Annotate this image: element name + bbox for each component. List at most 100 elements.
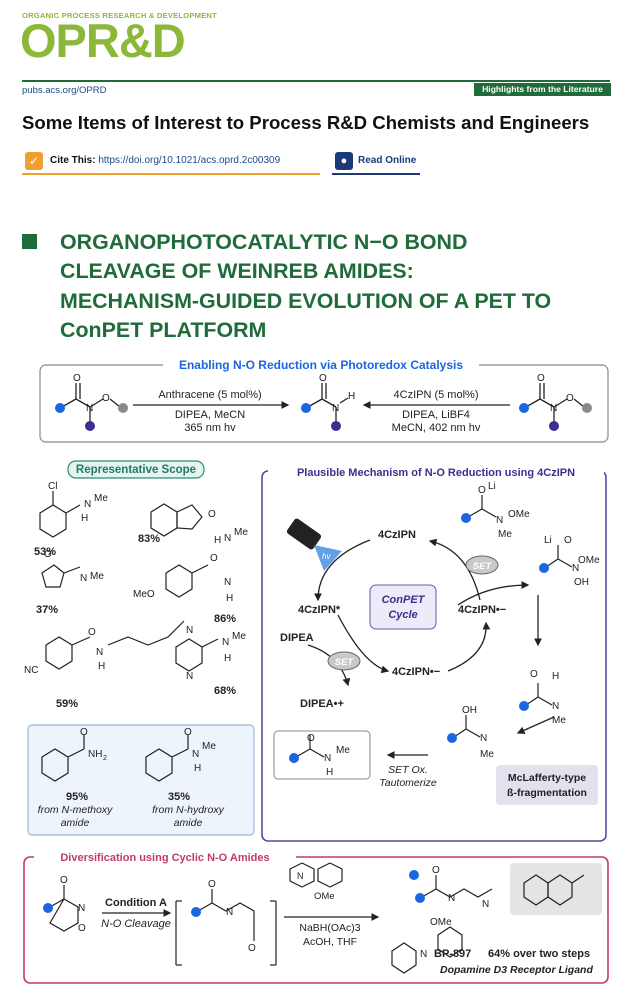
article-title: Some Items of Interest to Process R&D Ch… <box>22 112 590 133</box>
mclafferty-box <box>496 765 598 805</box>
doi-link[interactable]: https://doi.org/10.1021/acs.oprd.2c00309 <box>98 155 281 166</box>
species-dipea: DIPEA <box>280 632 314 644</box>
product-yield: 64% over two steps <box>488 948 590 960</box>
svg-text:O: O <box>210 553 218 564</box>
conpet-cycle-box <box>369 584 437 630</box>
svg-text:O: O <box>78 923 86 934</box>
header-rule <box>22 80 610 82</box>
svg-text:N: N <box>480 733 487 744</box>
svg-text:N: N <box>572 563 579 574</box>
svg-text:hv: hv <box>322 552 331 561</box>
read-online-button[interactable]: ● Read Online <box>332 151 420 175</box>
scope-source-text: from N-methoxy <box>38 804 113 816</box>
gray-group-dot <box>118 403 128 413</box>
yield-label: 59% <box>56 698 78 710</box>
heading-line: ConPET PLATFORM <box>60 317 267 342</box>
heading-line: CLEAVAGE OF WEINREB AMIDES: <box>60 259 414 284</box>
mechanism-title: Plausible Mechanism of N-O Reduction usi… <box>297 467 575 479</box>
scope-source-text: from N-hydroxy <box>152 804 225 816</box>
svg-text:O: O <box>248 943 256 954</box>
svg-text:OMe: OMe <box>430 917 452 928</box>
left-cond-below2: 365 nm hv <box>184 422 236 434</box>
right-cond-above: 4CzIPN (5 mol%) <box>394 389 479 401</box>
species-4czipn-radical-anion: 4CzIPN•− <box>458 604 506 616</box>
diversification-title: Diversification using Cyclic N-O Amides <box>60 852 269 864</box>
svg-text:N: N <box>86 403 93 414</box>
journal-url[interactable]: pubs.acs.org/OPRD <box>22 85 107 96</box>
journal-logo[interactable]: OPR&D <box>20 14 186 67</box>
svg-text:Me: Me <box>480 749 494 760</box>
svg-text:O: O <box>73 373 81 384</box>
heading-bullet <box>22 234 37 249</box>
species-4czipn: 4CzIPN <box>378 529 416 541</box>
svg-text:O: O <box>102 393 110 404</box>
svg-text:O: O <box>537 373 545 384</box>
graphical-abstract: Enabling N-O Reduction via Photoredox Ca… <box>23 357 609 984</box>
svg-text:N: N <box>496 515 503 526</box>
svg-text:O: O <box>478 485 486 496</box>
fragmentation-label: ß-fragmentation <box>507 787 587 799</box>
svg-text:H: H <box>214 535 221 546</box>
svg-text:N: N <box>324 753 331 764</box>
svg-text:OH: OH <box>574 577 589 588</box>
svg-text:Me: Me <box>336 745 350 756</box>
svg-text:O: O <box>564 535 572 546</box>
heading-line: ORGANOPHOTOCATALYTIC N−O BOND <box>60 230 468 254</box>
heading-line: MECHANISM-GUIDED EVOLUTION OF A PET TO <box>60 288 552 313</box>
svg-text:N: N <box>186 625 193 636</box>
naphthyl-box <box>510 863 602 915</box>
svg-text:Me: Me <box>498 529 512 540</box>
set-label: SET <box>335 657 355 668</box>
svg-text:NH: NH <box>88 749 102 760</box>
svg-text:H: H <box>326 767 333 778</box>
yield-label: 53% <box>34 546 56 558</box>
svg-text:OMe: OMe <box>314 891 335 902</box>
svg-text:O: O <box>80 727 88 738</box>
svg-text:Me: Me <box>232 631 246 642</box>
tautomerize-label: Tautomerize <box>379 777 437 789</box>
yield-label: 95% <box>66 791 88 803</box>
svg-text:2: 2 <box>103 755 107 762</box>
svg-text:N: N <box>420 949 427 960</box>
product-description: Dopamine D3 Receptor Ligand <box>440 964 593 976</box>
svg-text:Me: Me <box>90 571 104 582</box>
product-box <box>273 730 371 780</box>
condition-a-sub: N-O Cleavage <box>101 918 171 930</box>
cite-label: Cite This: <box>50 155 96 166</box>
svg-text:O: O <box>44 549 52 560</box>
conpet-label: ConPET <box>382 594 426 606</box>
set-ox-label: SET Ox. <box>388 764 428 776</box>
svg-text:H: H <box>226 593 233 604</box>
yield-label: 68% <box>214 685 236 697</box>
svg-text:N: N <box>80 573 87 584</box>
secondary-amide-product <box>307 383 349 423</box>
yield-label: 83% <box>138 533 160 545</box>
condition-a-label: Condition A <box>105 897 167 909</box>
scope-title: Representative Scope <box>76 464 196 476</box>
svg-text:N: N <box>552 701 559 712</box>
svg-text:H: H <box>552 671 559 682</box>
read-online-label: Read Online <box>358 155 417 166</box>
svg-text:O: O <box>208 509 216 520</box>
species-4czipn-radical-anion: 4CzIPN•− <box>392 666 440 678</box>
diversification-panel <box>23 856 609 984</box>
svg-text:N: N <box>224 533 231 544</box>
svg-text:H: H <box>98 661 105 672</box>
svg-text:O: O <box>60 875 68 886</box>
svg-text:N: N <box>78 903 85 914</box>
svg-text:H: H <box>194 763 201 774</box>
right-cond-below2: MeCN, 402 nm hv <box>392 422 481 434</box>
cycle-arrows <box>307 538 555 759</box>
svg-text:MeO: MeO <box>133 589 155 600</box>
purple-group-dot <box>85 421 95 431</box>
top-panel-title: Enabling N-O Reduction via Photoredox Ca… <box>179 358 463 372</box>
svg-text:O: O <box>88 627 96 638</box>
svg-text:Cl: Cl <box>48 481 57 492</box>
cite-this-button[interactable]: ✓ Cite This: https://doi.org/10.1021/acs… <box>22 151 320 175</box>
mclafferty-label: McLafferty-type <box>508 772 586 784</box>
svg-text:H: H <box>224 653 231 664</box>
svg-text:Me: Me <box>202 741 216 752</box>
svg-text:N: N <box>224 577 231 588</box>
svg-text:Me: Me <box>94 493 108 504</box>
journal-kicker: ORGANIC PROCESS RESEARCH & DEVELOPMENT <box>22 11 217 20</box>
